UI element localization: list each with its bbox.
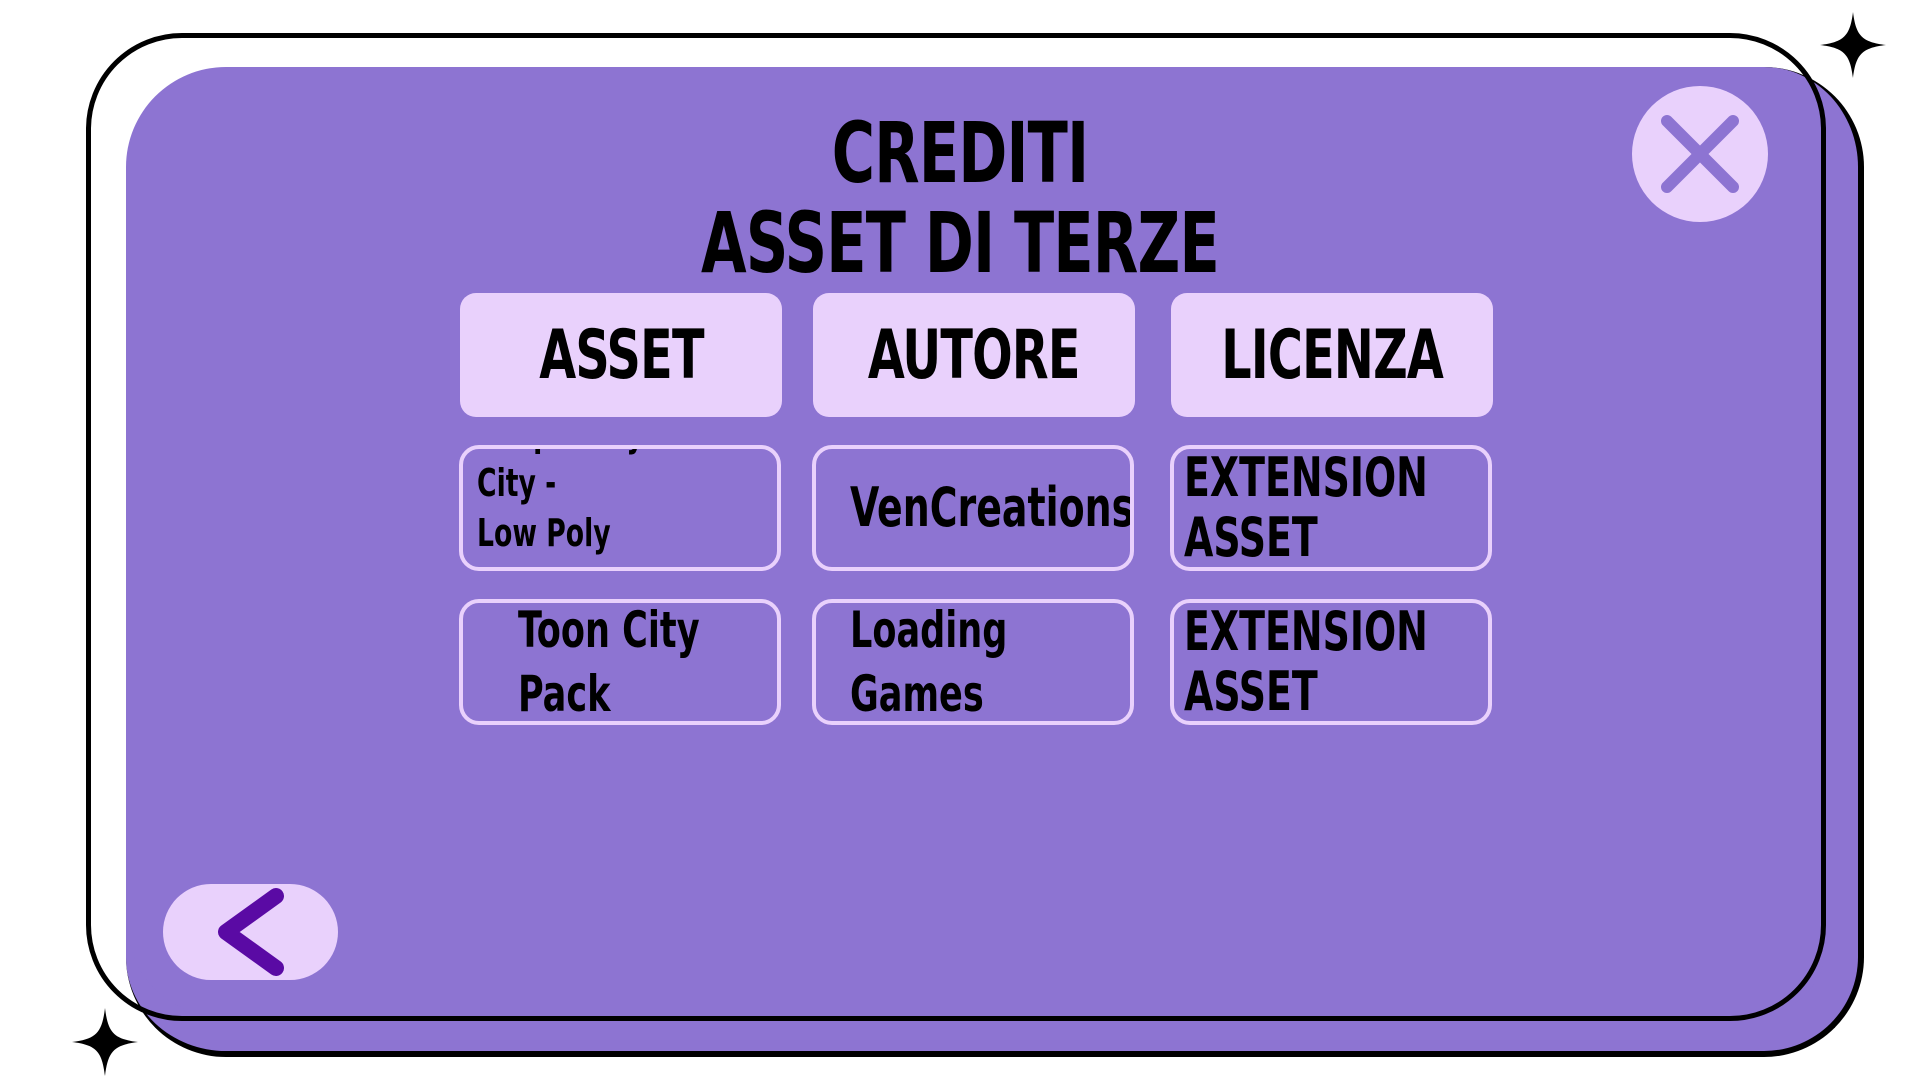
column-header-label: AUTORE bbox=[868, 315, 1081, 395]
back-button[interactable] bbox=[163, 884, 338, 980]
table-cell-license: EXTENSION ASSET bbox=[1170, 599, 1492, 725]
cell-text: EXTENSION ASSET bbox=[1184, 600, 1428, 723]
table-cell-asset: Toon City Pack bbox=[459, 599, 781, 725]
cell-text: SimplePoly City - Low Poly Assets bbox=[477, 449, 644, 567]
table-cell-author: Loading Games bbox=[812, 599, 1134, 725]
chevron-left-icon bbox=[217, 888, 284, 976]
cell-text: VenCreations bbox=[850, 476, 1134, 539]
table-cell-author: VenCreations bbox=[812, 445, 1134, 571]
cell-text: Toon City Pack bbox=[518, 601, 700, 723]
column-header-label: LICENZA bbox=[1221, 315, 1444, 395]
column-header-license: LICENZA bbox=[1171, 293, 1493, 417]
column-header-author: AUTORE bbox=[813, 293, 1135, 417]
column-header-asset: ASSET bbox=[460, 293, 782, 417]
cell-text: EXTENSION ASSET bbox=[1184, 446, 1428, 569]
credits-panel bbox=[128, 68, 1826, 1015]
column-header-label: ASSET bbox=[538, 315, 704, 395]
cell-text: Loading Games bbox=[850, 601, 1008, 723]
table-cell-license: EXTENSION ASSET bbox=[1170, 445, 1492, 571]
close-button[interactable] bbox=[1632, 86, 1768, 222]
sparkle-icon bbox=[72, 1008, 138, 1076]
close-icon bbox=[1661, 115, 1739, 193]
page-title: CREDITI bbox=[831, 104, 1089, 202]
card-frame bbox=[86, 33, 1826, 1021]
table-cell-asset: SimplePoly City - Low Poly Assets bbox=[459, 445, 781, 571]
sparkle-icon bbox=[1820, 12, 1886, 78]
